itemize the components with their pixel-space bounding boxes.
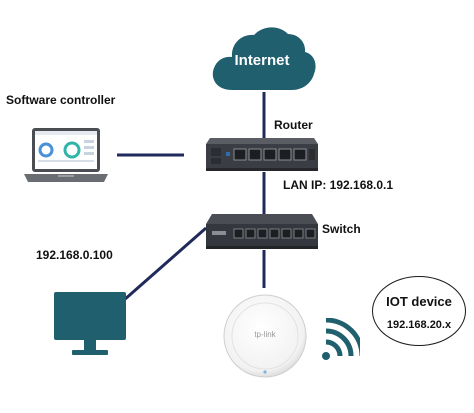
router-label: Router bbox=[274, 118, 313, 132]
iot-device-bubble bbox=[372, 276, 466, 346]
iot-device-ip: 192.168.20.x bbox=[386, 319, 452, 331]
iot-device-label: IOT device bbox=[386, 294, 452, 309]
software-controller-label: Software controller bbox=[6, 93, 116, 107]
router-lan-ip: LAN IP: 192.168.0.1 bbox=[283, 178, 394, 192]
wireless-node bbox=[318, 318, 360, 364]
link-switch-client bbox=[123, 226, 207, 302]
access-point-node bbox=[222, 290, 308, 382]
access-point-icon bbox=[223, 294, 307, 378]
wifi-signal-icon bbox=[322, 318, 360, 360]
monitor-icon bbox=[54, 292, 126, 355]
switch-icon bbox=[206, 214, 318, 249]
software-controller-node bbox=[24, 126, 108, 186]
switch-node bbox=[204, 212, 320, 252]
cloud-icon bbox=[212, 27, 316, 90]
client-node bbox=[54, 292, 126, 358]
router-icon bbox=[206, 138, 318, 171]
switch-label: Switch bbox=[322, 222, 361, 236]
internet-label: Internet bbox=[234, 52, 290, 69]
client-ip-label: 192.168.0.100 bbox=[36, 248, 113, 262]
internet-node bbox=[206, 22, 318, 96]
router-node bbox=[204, 136, 320, 174]
laptop-icon bbox=[24, 128, 108, 182]
access-point-brand: tp-link bbox=[254, 330, 276, 339]
